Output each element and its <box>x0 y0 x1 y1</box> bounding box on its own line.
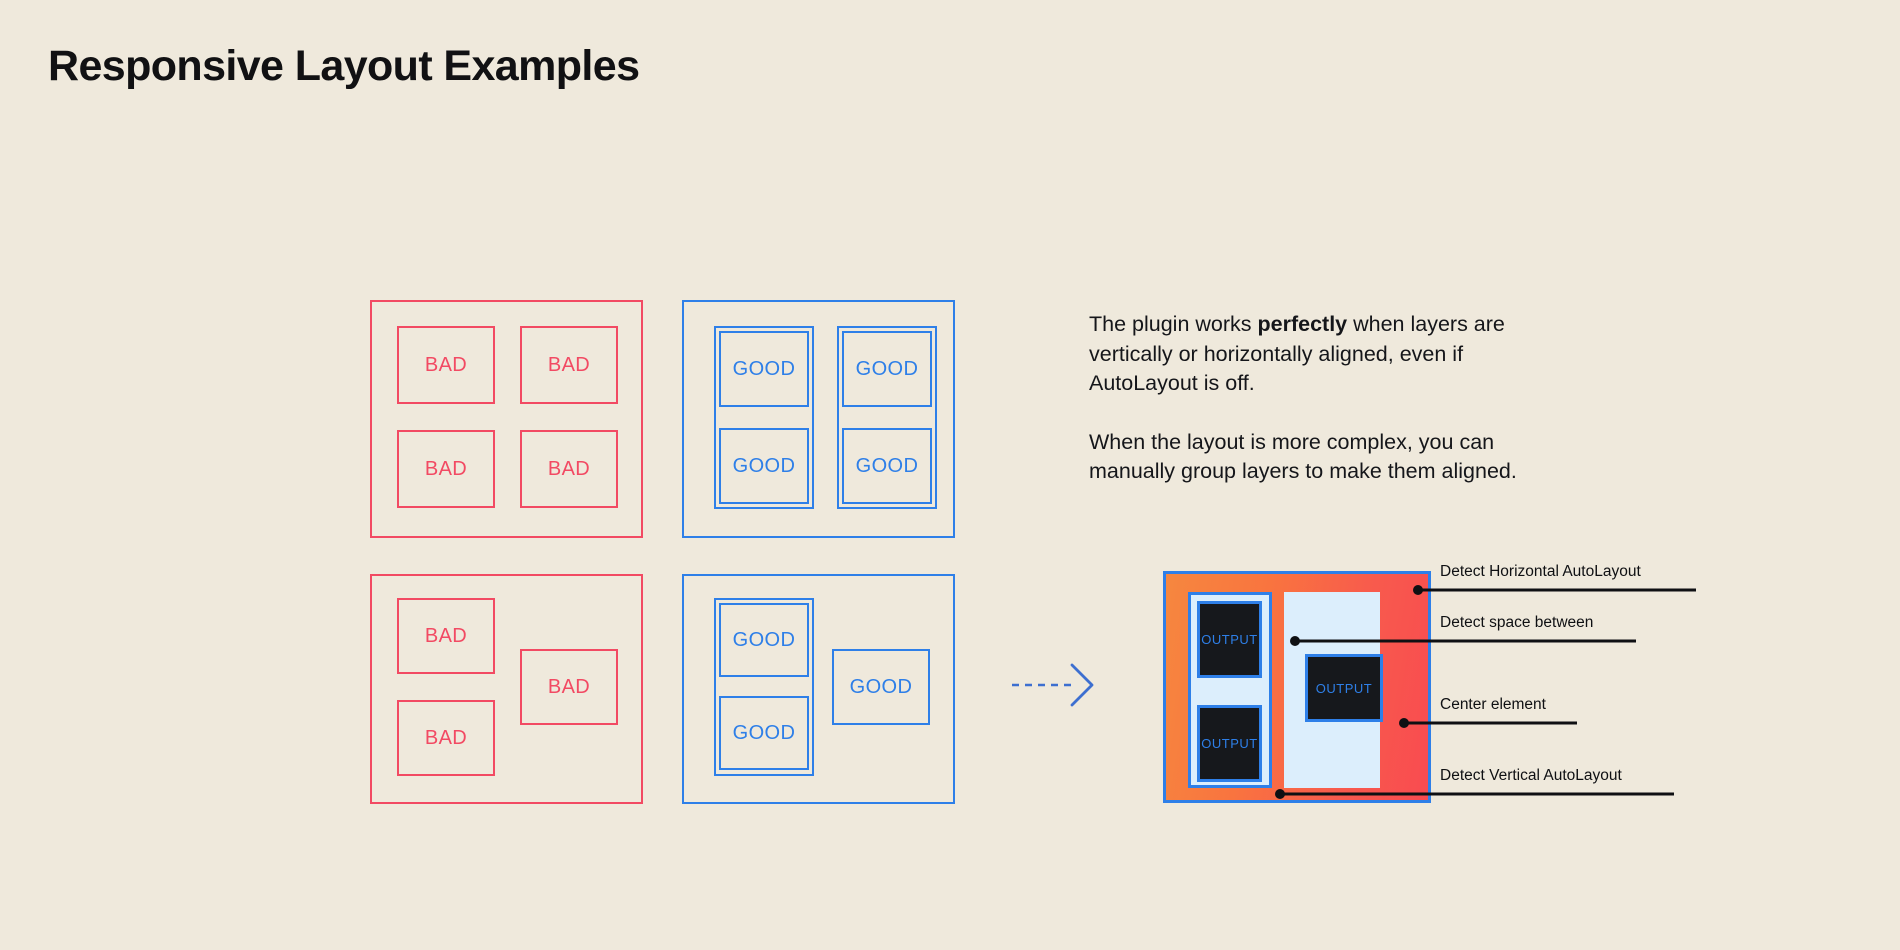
paragraph-2: When the layout is more complex, you can… <box>1089 429 1517 484</box>
example-frame-top-left-bad: BAD BAD BAD BAD <box>370 300 643 538</box>
good-group-wrapper: GOOD GOOD <box>714 598 814 776</box>
good-cell: GOOD <box>719 696 809 770</box>
bad-cell-label: BAD <box>547 457 591 480</box>
good-cell-label: GOOD <box>849 675 913 698</box>
output-box: OUTPUT <box>1197 705 1262 782</box>
good-cell: GOOD <box>832 649 930 725</box>
good-cell: GOOD <box>719 603 809 677</box>
bad-cell-label: BAD <box>547 675 591 698</box>
bad-cell-label: BAD <box>424 457 468 480</box>
bad-cell: BAD <box>520 649 618 725</box>
page-title: Responsive Layout Examples <box>48 42 640 90</box>
bad-cell-label: BAD <box>547 353 591 376</box>
autolayout-detection-mock: OUTPUT OUTPUT OUTPUT <box>1163 571 1431 803</box>
output-label: OUTPUT <box>1315 680 1373 696</box>
bad-cell: BAD <box>397 326 495 404</box>
good-cell-label: GOOD <box>732 721 796 744</box>
good-cell-label: GOOD <box>732 628 796 651</box>
annotation-label-center-element: Center element <box>1440 696 1546 713</box>
good-cell-label: GOOD <box>855 454 919 477</box>
annotation-label-detect-horizontal-autolayout: Detect Horizontal AutoLayout <box>1440 563 1641 580</box>
output-box: OUTPUT <box>1197 601 1262 678</box>
good-group-wrapper: GOOD GOOD <box>714 326 814 509</box>
annotation-label-detect-space-between: Detect space between <box>1440 614 1594 631</box>
paragraph-1: The plugin works perfectly when layers a… <box>1089 310 1559 399</box>
example-frame-bottom-right-good: GOOD GOOD GOOD <box>682 574 955 804</box>
example-frame-bottom-left-bad: BAD BAD BAD <box>370 574 643 804</box>
bad-cell-label: BAD <box>424 624 468 647</box>
bad-cell-label: BAD <box>424 353 468 376</box>
bad-cell: BAD <box>397 700 495 776</box>
output-label: OUTPUT <box>1201 632 1258 647</box>
paragraph-1-lead: The plugin works <box>1089 312 1258 336</box>
good-cell: GOOD <box>842 331 932 407</box>
good-cell: GOOD <box>719 428 809 504</box>
example-frame-top-right-good: GOOD GOOD GOOD GOOD <box>682 300 955 538</box>
bad-cell: BAD <box>520 326 618 404</box>
bad-cell: BAD <box>397 430 495 508</box>
bad-cell: BAD <box>520 430 618 508</box>
paragraph-1-tail: when layers are vertically or horizontal… <box>1089 312 1505 395</box>
good-cell: GOOD <box>842 428 932 504</box>
description-copy: The plugin works perfectly when layers a… <box>1089 310 1559 487</box>
good-cell-label: GOOD <box>732 357 796 380</box>
bad-cell-label: BAD <box>424 726 468 749</box>
output-box-centered: OUTPUT <box>1305 654 1383 722</box>
good-cell-label: GOOD <box>732 454 796 477</box>
good-cell-label: GOOD <box>855 357 919 380</box>
mock-vertical-group: OUTPUT OUTPUT <box>1188 592 1272 788</box>
good-group-wrapper: GOOD GOOD <box>837 326 937 509</box>
arrow-right-dashed-icon <box>1010 660 1100 710</box>
annotation-label-detect-vertical-autolayout: Detect Vertical AutoLayout <box>1440 767 1622 784</box>
paragraph-1-emphasis: perfectly <box>1257 312 1348 336</box>
bad-cell: BAD <box>397 598 495 674</box>
good-cell: GOOD <box>719 331 809 407</box>
output-label: OUTPUT <box>1201 736 1258 751</box>
